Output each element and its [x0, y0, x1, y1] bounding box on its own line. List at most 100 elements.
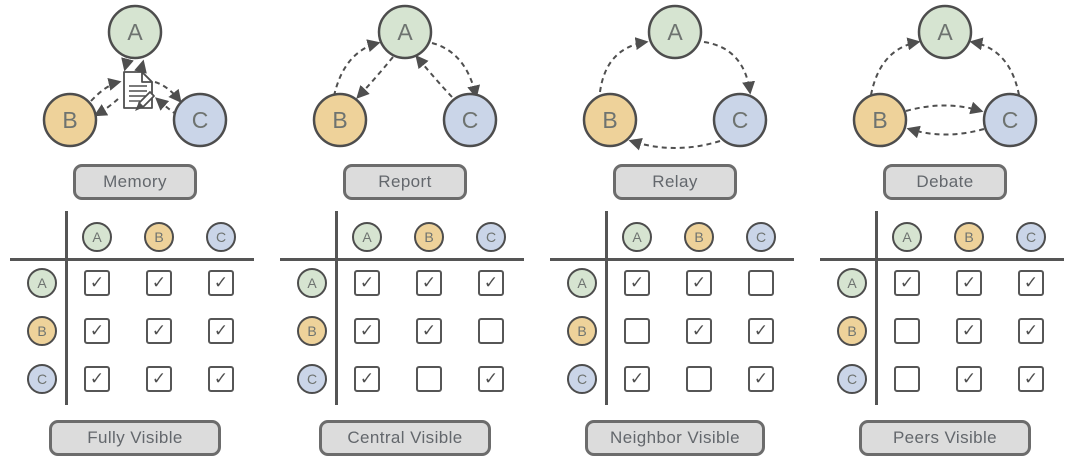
matrix-horizontal-divider: [10, 258, 254, 261]
checkbox-b-c: ✓: [1018, 318, 1044, 344]
matrix-corner: [558, 215, 606, 259]
graph-node-b: [312, 92, 368, 148]
edge-a-to-c: [431, 42, 481, 99]
matrix-vertical-divider: [875, 211, 878, 405]
checkbox-b-a: ✓: [84, 318, 110, 344]
checkbox-b-b: ✓: [686, 318, 712, 344]
matrix-row-header-b: B: [567, 316, 597, 346]
relay-graph: A B C: [582, 4, 768, 151]
matrix-col-header-a: A: [892, 222, 922, 252]
matrix-col-header-c: C: [1016, 222, 1046, 252]
matrix-row-header-a: A: [297, 268, 327, 298]
graph-node-c-label: C: [462, 107, 479, 133]
checkbox-a-b: ✓: [686, 270, 712, 296]
checkbox-c-b: ✓: [956, 366, 982, 392]
checkbox-c-c: ✓: [748, 366, 774, 392]
edge-b-to-a: [333, 39, 381, 97]
panel-report: A B C Report A B C A ✓ ✓ ✓ B ✓ ✓ C ✓ ✓: [270, 0, 540, 460]
matrix-row-header-a: A: [27, 268, 57, 298]
matrix-col-header-b: B: [954, 222, 984, 252]
checkbox-b-c: ✓: [208, 318, 234, 344]
checkbox-c-c: ✓: [1018, 366, 1044, 392]
checkbox-c-b: [416, 366, 442, 392]
pattern-label-debate: Debate: [883, 164, 1007, 200]
edge-b-to-c: [905, 101, 984, 115]
edge-c-to-a: [969, 37, 1020, 96]
graph-node-b-label: B: [62, 107, 77, 133]
checkbox-a-a: ✓: [894, 270, 920, 296]
matrix-row-header-a: A: [837, 268, 867, 298]
graph-node-c-label: C: [192, 107, 209, 133]
visibility-label-relay: Neighbor Visible: [585, 420, 765, 456]
checkbox-a-c: ✓: [208, 270, 234, 296]
matrix-row-header-b: B: [27, 316, 57, 346]
graph-node-b: [852, 92, 908, 148]
checkbox-a-c: ✓: [478, 270, 504, 296]
graph-node-a: [377, 4, 433, 60]
edge-c-to-a: [415, 54, 453, 98]
matrix-col-header-c: C: [206, 222, 236, 252]
matrix-col-header-b: B: [144, 222, 174, 252]
visibility-label-memory: Fully Visible: [49, 420, 221, 456]
report-graph: A B C: [312, 4, 498, 148]
checkbox-c-c: ✓: [478, 366, 504, 392]
checkbox-c-a: ✓: [624, 366, 650, 392]
matrix-col-header-c: C: [746, 222, 776, 252]
edge-a-to-memory: [121, 57, 134, 72]
checkbox-b-b: ✓: [956, 318, 982, 344]
graph-node-a: [107, 4, 163, 60]
checkbox-a-b: ✓: [416, 270, 442, 296]
checkbox-a-a: ✓: [84, 270, 110, 296]
matrix-col-header-c: C: [476, 222, 506, 252]
pattern-label-memory: Memory: [73, 164, 197, 200]
graph-node-a-label: A: [667, 19, 683, 45]
checkbox-b-c: ✓: [748, 318, 774, 344]
edge-b-to-a: [599, 37, 649, 93]
graph-node-a: [647, 4, 703, 60]
graph-node-c: [982, 92, 1038, 148]
checkbox-a-c: [748, 270, 774, 296]
checkbox-c-c: ✓: [208, 366, 234, 392]
graph-node-b: [582, 92, 638, 148]
graph-node-a-label: A: [937, 19, 953, 45]
matrix-col-header-b: B: [414, 222, 444, 252]
graph-node-b-label: B: [602, 107, 617, 133]
visibility-matrix-relay: A B C A ✓ ✓ B ✓ ✓ C ✓ ✓: [550, 211, 794, 405]
edge-memory-to-c: [154, 81, 182, 104]
checkbox-b-b: ✓: [146, 318, 172, 344]
matrix-col-header-a: A: [352, 222, 382, 252]
pattern-label-report: Report: [343, 164, 467, 200]
graph-node-a-label: A: [397, 19, 413, 45]
matrix-row-header-c: C: [837, 364, 867, 394]
edge-b-to-memory: [90, 78, 122, 102]
matrix-corner: [288, 215, 336, 259]
matrix-row-header-a: A: [567, 268, 597, 298]
graph-node-a: [917, 4, 973, 60]
checkbox-b-a: ✓: [354, 318, 380, 344]
graph-node-a-label: A: [127, 19, 143, 45]
checkbox-a-b: ✓: [146, 270, 172, 296]
checkbox-a-a: ✓: [624, 270, 650, 296]
matrix-vertical-divider: [335, 211, 338, 405]
visibility-matrix-memory: A B C A ✓ ✓ ✓ B ✓ ✓ ✓ C ✓ ✓ ✓: [10, 211, 254, 405]
edge-b-to-a: [870, 37, 921, 96]
graph-node-c-label: C: [1002, 107, 1019, 133]
graph-node-b: [42, 92, 98, 148]
matrix-row-header-c: C: [27, 364, 57, 394]
graph-node-c: [172, 92, 228, 148]
panel-debate: A B C Debate A B C A ✓ ✓ ✓ B ✓ ✓ C ✓ ✓: [810, 0, 1080, 460]
debate-graph: A B C: [852, 4, 1038, 148]
checkbox-c-a: [894, 366, 920, 392]
matrix-row-header-b: B: [837, 316, 867, 346]
pattern-label-relay: Relay: [613, 164, 737, 200]
matrix-corner: [828, 215, 876, 259]
edge-a-to-c: [703, 41, 756, 95]
matrix-col-header-a: A: [622, 222, 652, 252]
checkbox-c-b: [686, 366, 712, 392]
matrix-row-header-c: C: [567, 364, 597, 394]
edge-c-to-b: [906, 125, 985, 139]
matrix-col-header-b: B: [684, 222, 714, 252]
graph-node-c-label: C: [732, 107, 749, 133]
edge-a-to-b: [356, 56, 394, 99]
matrix-horizontal-divider: [280, 258, 524, 261]
